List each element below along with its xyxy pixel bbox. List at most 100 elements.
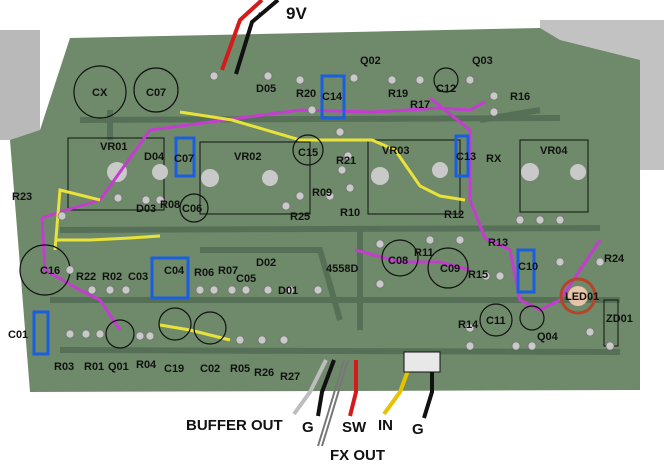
component-label: VR04 bbox=[540, 145, 568, 157]
component-label: R15 bbox=[468, 269, 488, 281]
component-label: C03 bbox=[128, 271, 148, 283]
trace-yellow-a bbox=[53, 110, 466, 251]
component-label: Q02 bbox=[360, 55, 381, 67]
solder-pad bbox=[121, 285, 131, 295]
component-label: C15 bbox=[298, 147, 318, 159]
sw-label: SW bbox=[342, 419, 367, 436]
component-label: VR03 bbox=[382, 145, 410, 157]
component-label: VR02 bbox=[234, 151, 262, 163]
solder-pad bbox=[227, 285, 237, 295]
component-label: C19 bbox=[164, 363, 184, 375]
solder-pad bbox=[285, 285, 295, 295]
wire-black-9v bbox=[234, 0, 280, 75]
solder-pad bbox=[555, 257, 565, 267]
component-label: LED01 bbox=[565, 291, 599, 303]
component-label: R17 bbox=[410, 99, 430, 111]
component-label: C16 bbox=[40, 265, 60, 277]
component-label: R05 bbox=[230, 363, 250, 375]
component-label: C07 bbox=[174, 153, 194, 165]
component-label: C04 bbox=[164, 265, 185, 277]
solder-pad bbox=[527, 341, 537, 351]
component-label: R10 bbox=[340, 207, 360, 219]
component-label: R03 bbox=[54, 361, 74, 373]
solder-pad bbox=[495, 271, 505, 281]
in-label: IN bbox=[378, 417, 393, 434]
solder-pad bbox=[135, 331, 145, 341]
solder-pad bbox=[209, 285, 219, 295]
solder-pad bbox=[335, 127, 345, 137]
wire-red-sw bbox=[348, 360, 358, 417]
component-label: R13 bbox=[488, 237, 508, 249]
solder-pad bbox=[375, 239, 385, 249]
solder-pad bbox=[307, 105, 317, 115]
solder-pad bbox=[105, 285, 115, 295]
component-label: R09 bbox=[312, 187, 332, 199]
component-label: CX bbox=[92, 87, 108, 99]
wire-white-fx-b bbox=[321, 359, 349, 447]
solder-pad bbox=[57, 211, 67, 221]
solder-pad bbox=[515, 215, 525, 225]
solder-pad bbox=[345, 183, 355, 193]
solder-pad bbox=[595, 257, 605, 267]
solder-pad bbox=[281, 201, 291, 211]
component-label: R12 bbox=[444, 209, 464, 221]
component-label: R19 bbox=[388, 88, 408, 100]
trace-purple-left bbox=[40, 217, 122, 331]
solder-pad bbox=[95, 329, 105, 339]
component-label: D05 bbox=[256, 83, 276, 95]
component-label: R14 bbox=[458, 319, 479, 331]
led01-body bbox=[568, 286, 588, 306]
trace-purple-main bbox=[41, 100, 486, 220]
solder-pad bbox=[585, 327, 595, 337]
solder-pad bbox=[155, 195, 165, 205]
solder-pad bbox=[489, 107, 499, 117]
trace-yellow-b bbox=[55, 234, 161, 242]
component-label: C09 bbox=[440, 263, 460, 275]
solder-pad bbox=[145, 331, 155, 341]
component-label: R02 bbox=[102, 271, 122, 283]
component-label: R27 bbox=[280, 371, 300, 383]
led01-ring bbox=[559, 277, 597, 315]
solder-pad bbox=[263, 285, 273, 295]
solder-pad bbox=[325, 191, 335, 201]
solder-pad bbox=[279, 335, 289, 345]
solder-pad bbox=[195, 285, 205, 295]
solder-pad bbox=[113, 193, 123, 203]
component-label: D04 bbox=[144, 151, 165, 163]
component-label: R20 bbox=[296, 88, 316, 100]
solder-pad bbox=[425, 235, 435, 245]
component-label: D03 bbox=[136, 203, 156, 215]
solder-pad bbox=[465, 323, 475, 333]
solder-pad bbox=[65, 265, 75, 275]
component-label: C05 bbox=[236, 273, 256, 285]
component-label: C14 bbox=[322, 91, 343, 103]
component-label: R07 bbox=[218, 265, 238, 277]
component-label: C02 bbox=[200, 363, 220, 375]
component-label: R22 bbox=[76, 271, 96, 283]
solder-pad bbox=[295, 75, 305, 85]
component-label: ZD01 bbox=[606, 313, 633, 325]
component-label: R21 bbox=[336, 155, 356, 167]
solder-pad bbox=[241, 285, 251, 295]
wire-red-9v bbox=[220, 0, 264, 71]
component-label: R26 bbox=[254, 367, 274, 379]
component-label: C12 bbox=[436, 83, 456, 95]
component-label: C13 bbox=[456, 151, 476, 163]
component-label: C08 bbox=[388, 255, 408, 267]
g-right-label: G bbox=[412, 421, 424, 438]
wire-white-buffer bbox=[292, 359, 328, 416]
solder-pad bbox=[481, 271, 491, 281]
solder-pad bbox=[87, 285, 97, 295]
component-label: R23 bbox=[12, 191, 32, 203]
component-label: RX bbox=[486, 153, 502, 165]
component-label: VR01 bbox=[100, 141, 128, 153]
trace-purple-mid bbox=[354, 248, 471, 272]
solder-pad bbox=[555, 215, 565, 225]
component-label: 4558D bbox=[326, 263, 358, 275]
component-circles bbox=[19, 65, 545, 349]
vr02-outline bbox=[199, 141, 311, 215]
trace-purple-right bbox=[429, 96, 602, 312]
board-trace-texture bbox=[50, 107, 621, 355]
solder-pad bbox=[209, 71, 219, 81]
